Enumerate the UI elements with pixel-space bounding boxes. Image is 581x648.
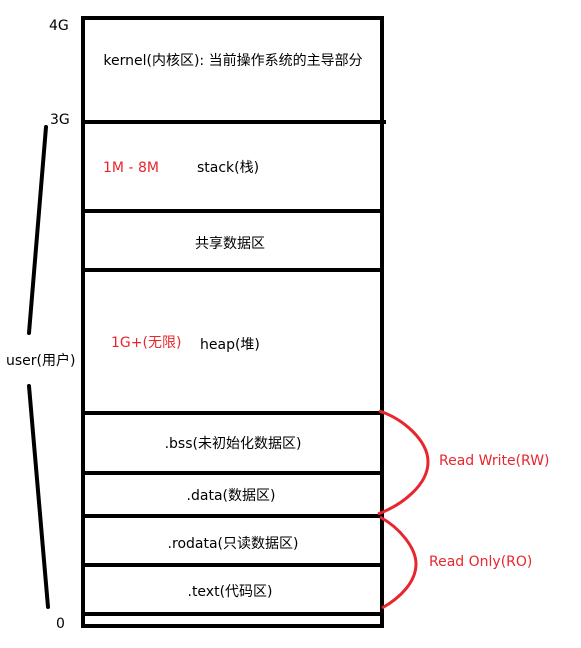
user-space-label: user(用户) — [6, 353, 76, 369]
kernel-segment-label: kernel(内核区): 当前操作系统的主导部分 — [103, 53, 363, 69]
read-only-annotation: Read Only(RO) — [429, 554, 533, 570]
heap-size-label: 1G+(无限) — [111, 335, 182, 351]
read-write-annotation: Read Write(RW) — [439, 453, 550, 469]
user-bracket-lower — [27, 384, 50, 609]
rw-brace — [377, 409, 430, 516]
address-4g: 4G — [49, 18, 69, 34]
memory-box — [81, 16, 384, 628]
stack-segment-label: stack(栈) — [197, 160, 260, 176]
text-segment-label: .text(代码区) — [187, 584, 273, 600]
heap-segment-label: heap(堆) — [200, 337, 260, 353]
data-segment-label: .data(数据区) — [186, 488, 276, 504]
address-0: 0 — [56, 616, 65, 632]
stack-size-label: 1M - 8M — [103, 160, 159, 176]
rodata-segment-label: .rodata(只读数据区) — [167, 536, 299, 552]
user-bracket-upper — [27, 125, 48, 335]
bss-segment-label: .bss(未初始化数据区) — [164, 436, 302, 452]
ro-brace — [379, 515, 418, 610]
shared-segment-label: 共享数据区 — [195, 236, 265, 252]
address-3g: 3G — [50, 112, 70, 128]
